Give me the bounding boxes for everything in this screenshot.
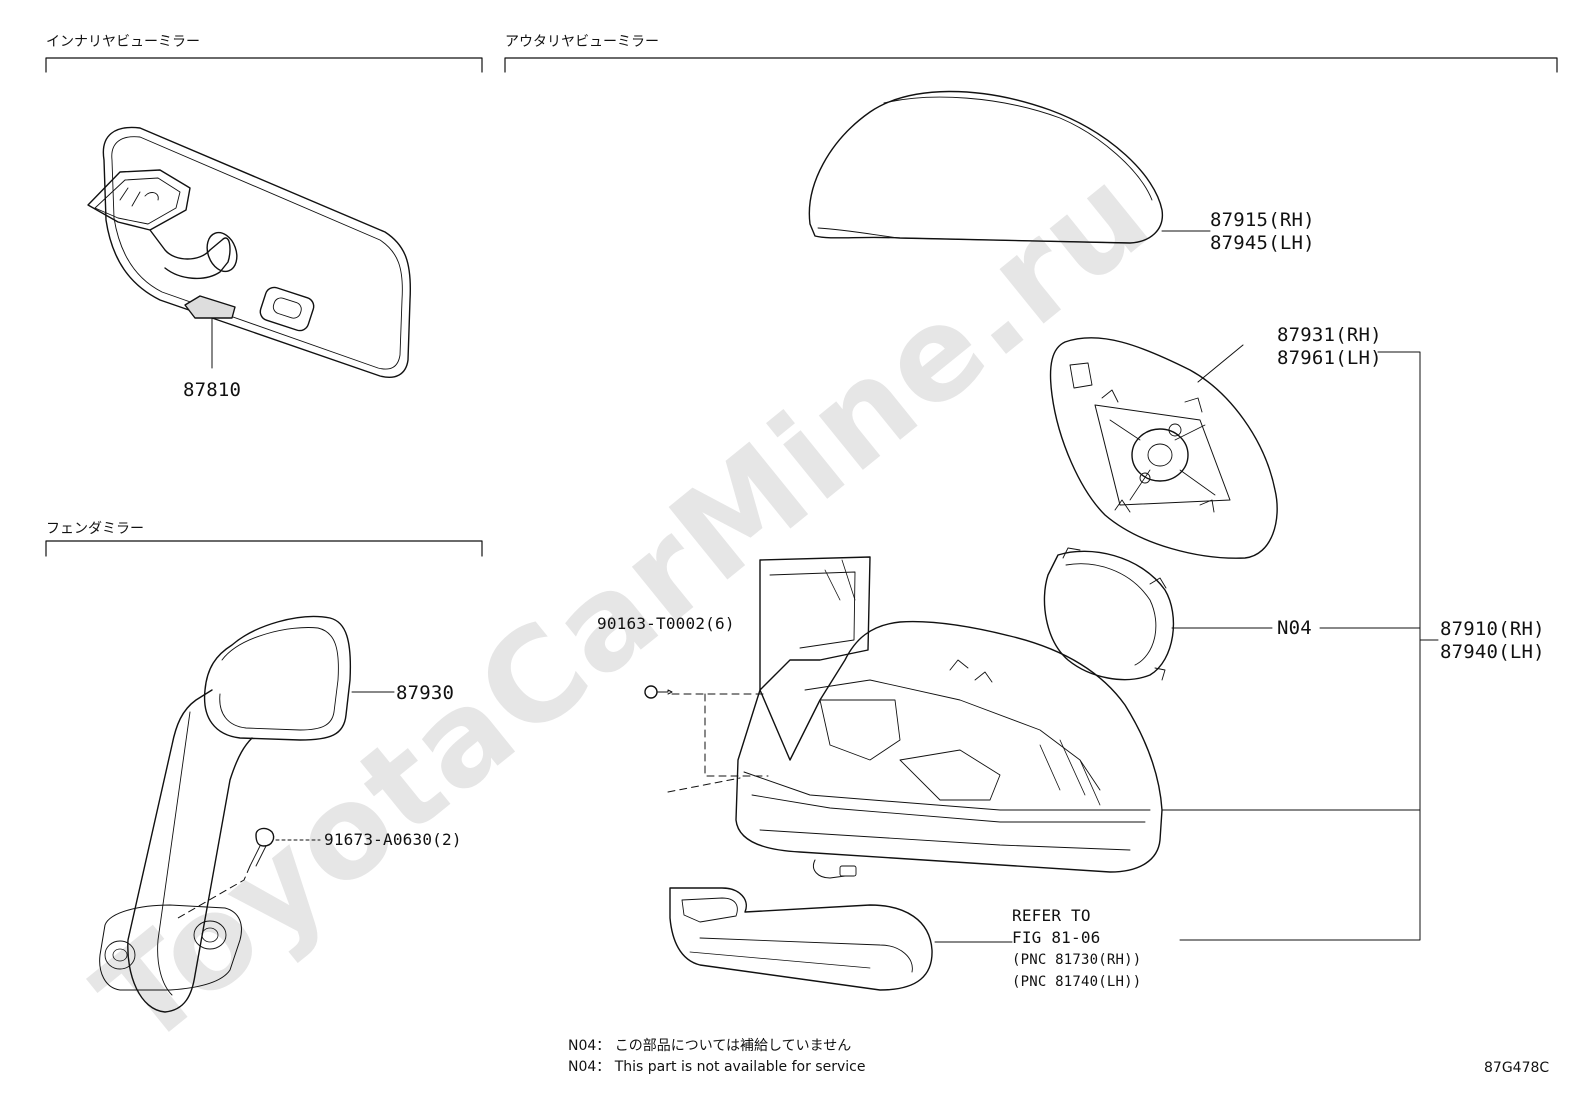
part-label-90163[interactable]: 90163-T0002(6) [597,614,735,633]
part-label-87910[interactable]: 87910(RH) [1440,618,1545,640]
refer-line-1: REFER TO [1012,906,1091,925]
part-label-91673[interactable]: 91673-A0630(2) [324,830,462,849]
section-bracket-outer [504,57,1558,73]
section-title-fender-mirror: フェンダミラー [46,521,144,537]
part-label-87930[interactable]: 87930 [396,682,455,704]
part-label-87961[interactable]: 87961(LH) [1277,347,1382,369]
fender-mirror-drawing [99,615,395,1013]
mirror-cover-drawing [808,90,1211,244]
refer-line-3: (PNC 81730(RH)) [1012,952,1142,968]
screw-90163-drawing [644,685,769,793]
turn-signal-drawing [669,887,1013,991]
footnote-jp: N04： この部品については補給していません [568,1038,852,1054]
section-bracket-inner [45,57,483,73]
part-label-87940[interactable]: 87940(LH) [1440,641,1545,663]
refer-line-2[interactable]: FIG 81-06 [1012,928,1101,947]
outer-mirror-body-drawing [735,556,1421,879]
screw-91673-drawing [177,827,321,919]
footnote-en: N04： This part is not available for serv… [568,1059,866,1075]
leader-bracket-87910 [1179,351,1439,941]
inner-mirror-drawing [87,126,412,378]
part-label-87931[interactable]: 87931(RH) [1277,324,1382,346]
refer-line-4: (PNC 81740(LH)) [1012,974,1142,990]
figure-code: 87G478C [1484,1060,1550,1076]
part-label-87810[interactable]: 87810 [183,379,242,401]
section-bracket-fender [45,540,483,557]
actuator-drawing [1043,547,1273,681]
section-title-inner-mirror: インナリヤビューミラー [46,34,200,50]
mirror-glass-drawing [1049,337,1278,559]
part-label-n04[interactable]: N04 [1277,617,1312,639]
section-title-outer-mirror: アウタリヤビューミラー [505,34,659,50]
part-label-87945[interactable]: 87945(LH) [1210,232,1315,254]
part-label-87915[interactable]: 87915(RH) [1210,209,1315,231]
